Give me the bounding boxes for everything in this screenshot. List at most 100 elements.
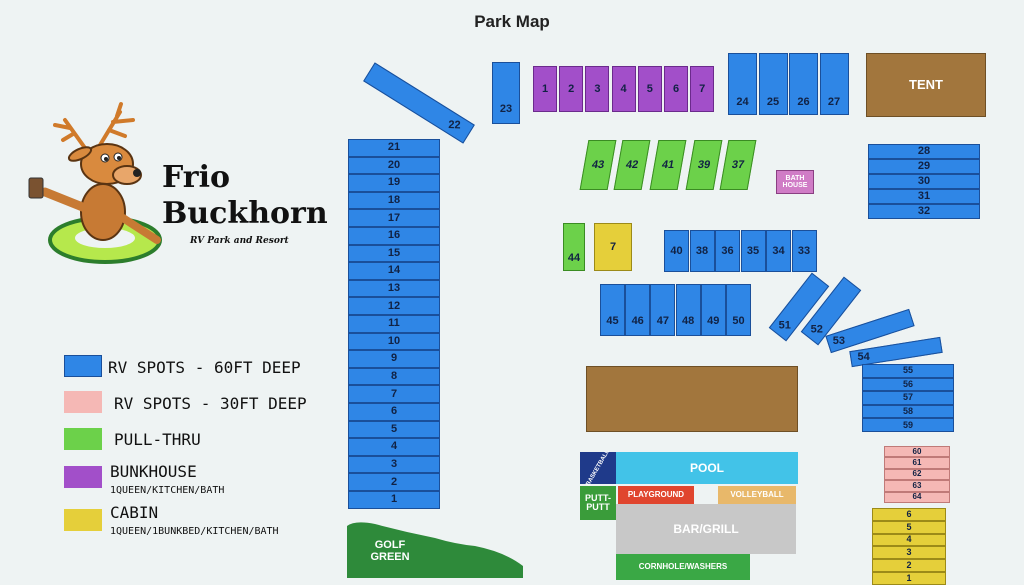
- rv-spot-63[interactable]: 63: [884, 480, 950, 492]
- rv-spot-61[interactable]: 61: [884, 457, 950, 469]
- bunkhouse-2[interactable]: 2: [559, 66, 584, 112]
- rv-spot-62[interactable]: 62: [884, 468, 950, 481]
- cabin-7[interactable]: 7: [594, 223, 632, 271]
- rv-spot-56[interactable]: 56: [862, 377, 954, 392]
- rv-spot-35[interactable]: 35: [740, 230, 766, 272]
- deer-mascot-icon: [28, 102, 162, 264]
- golf-green[interactable]: [345, 518, 525, 580]
- rv-spot-21[interactable]: 21: [348, 139, 440, 157]
- legend-label-bunkhouse: BUNKHOUSE: [110, 462, 197, 481]
- bunkhouse-3[interactable]: 3: [585, 66, 610, 112]
- legend-label-pullthru: PULL-THRU: [114, 430, 201, 449]
- cabin-3[interactable]: 3: [872, 546, 946, 560]
- rv-spot-30[interactable]: 30: [868, 174, 980, 189]
- bunkhouse-7[interactable]: 7: [690, 66, 715, 112]
- rv-spot-45[interactable]: 45: [600, 284, 625, 336]
- logo-tagline: RV Park and Resort: [190, 236, 289, 246]
- cornhole[interactable]: CORNHOLE/WASHERS: [616, 554, 750, 580]
- pool[interactable]: POOL: [616, 452, 798, 484]
- rv-spot-55[interactable]: 55: [862, 364, 954, 378]
- volleyball[interactable]: VOLLEYBALL: [718, 486, 796, 504]
- rv-spot-38[interactable]: 38: [689, 230, 715, 272]
- pull-thru-spot-39[interactable]: 39: [685, 140, 723, 190]
- rv-spot-60[interactable]: 60: [884, 446, 950, 458]
- rv-spot-50[interactable]: 50: [726, 284, 751, 336]
- rv-spot-7[interactable]: 7: [348, 385, 440, 403]
- rv-spot-47[interactable]: 47: [650, 284, 676, 336]
- rv-spot-4[interactable]: 4: [348, 438, 440, 456]
- rv-spot-27[interactable]: 27: [819, 53, 849, 115]
- rv-spot-15[interactable]: 15: [348, 244, 440, 263]
- rv-spot-26[interactable]: 26: [789, 53, 818, 115]
- rv-spot-46[interactable]: 46: [625, 284, 651, 336]
- rv-spot-22[interactable]: 22: [363, 62, 475, 144]
- bunkhouse-4[interactable]: 4: [611, 66, 636, 112]
- rv-spot-10[interactable]: 10: [348, 332, 440, 351]
- rv-spot-40[interactable]: 40: [664, 230, 689, 272]
- rv-spot-12[interactable]: 12: [348, 297, 440, 315]
- playground[interactable]: PLAYGROUND: [618, 486, 694, 504]
- page-title: Park Map: [474, 12, 550, 31]
- rv-spot-3[interactable]: 3: [348, 455, 440, 474]
- rv-spot-36[interactable]: 36: [715, 230, 740, 272]
- cabin-5[interactable]: 5: [872, 520, 946, 534]
- rv-spot-59[interactable]: 59: [862, 418, 954, 432]
- putt-putt[interactable]: PUTT-PUTT: [580, 486, 616, 520]
- legend-swatch-rv60: [64, 355, 102, 377]
- pull-thru-spot-37[interactable]: 37: [719, 140, 757, 190]
- rv-spot-48[interactable]: 48: [675, 284, 701, 336]
- rv-spot-31[interactable]: 31: [868, 189, 980, 204]
- rv-spot-16[interactable]: 16: [348, 227, 440, 245]
- rv-spot-49[interactable]: 49: [700, 284, 726, 336]
- tent-area[interactable]: TENT: [866, 53, 986, 117]
- bath-house[interactable]: BATH HOUSE: [776, 170, 814, 194]
- rv-spot-23[interactable]: 23: [492, 62, 520, 124]
- logo-line1: Frio: [162, 160, 230, 195]
- golf-green-label: GOLF GREEN: [370, 539, 410, 563]
- legend-swatch-bunkhouse: [64, 466, 102, 488]
- legend-sub-cabin: 1QUEEN/1BUNKBED/KITCHEN/BATH: [110, 526, 279, 537]
- rv-spot-20[interactable]: 20: [348, 156, 440, 175]
- rv-spot-1[interactable]: 1: [348, 491, 440, 509]
- rv-spot-57[interactable]: 57: [862, 391, 954, 405]
- pull-thru-spot-44[interactable]: 44: [563, 223, 585, 271]
- rv-spot-19[interactable]: 19: [348, 174, 440, 192]
- rv-spot-32[interactable]: 32: [868, 204, 980, 219]
- legend-label-rv30: RV SPOTS - 30FT DEEP: [114, 394, 307, 413]
- bunkhouse-1[interactable]: 1: [533, 66, 557, 112]
- legend-label-cabin: CABIN: [110, 503, 159, 522]
- cabin-6[interactable]: 6: [872, 508, 946, 521]
- rv-spot-24[interactable]: 24: [728, 53, 757, 115]
- rv-spot-18[interactable]: 18: [348, 191, 440, 210]
- bunkhouse-6[interactable]: 6: [664, 66, 688, 112]
- pull-thru-spot-42[interactable]: 42: [613, 140, 651, 190]
- rv-spot-28[interactable]: 28: [868, 144, 980, 159]
- rv-spot-64[interactable]: 64: [884, 491, 950, 503]
- cabin-4[interactable]: 4: [872, 533, 946, 547]
- rv-spot-6[interactable]: 6: [348, 403, 440, 421]
- legend-swatch-rv30: [64, 391, 102, 413]
- rv-spot-11[interactable]: 11: [348, 315, 440, 333]
- bar-grill[interactable]: BAR/GRILL: [616, 504, 796, 554]
- rv-spot-34[interactable]: 34: [766, 230, 791, 272]
- cabin-2[interactable]: 2: [872, 559, 946, 572]
- rv-spot-17[interactable]: 17: [348, 209, 440, 227]
- basketball-court[interactable]: BASKETBALL: [580, 449, 616, 487]
- rv-spot-29[interactable]: 29: [868, 159, 980, 174]
- rv-spot-14[interactable]: 14: [348, 262, 440, 280]
- rv-spot-9[interactable]: 9: [348, 350, 440, 368]
- pull-thru-spot-43[interactable]: 43: [579, 140, 617, 190]
- rv-spot-5[interactable]: 5: [348, 420, 440, 439]
- rv-spot-8[interactable]: 8: [348, 367, 440, 386]
- legend-sub-bunkhouse: 1QUEEN/KITCHEN/BATH: [110, 485, 225, 496]
- bunkhouse-5[interactable]: 5: [637, 66, 662, 112]
- rv-spot-2[interactable]: 2: [348, 473, 440, 491]
- pull-thru-spot-41[interactable]: 41: [649, 140, 687, 190]
- rv-spot-25[interactable]: 25: [758, 53, 788, 115]
- rv-spot-33[interactable]: 33: [791, 230, 817, 272]
- legend-swatch-cabin: [64, 509, 102, 531]
- rv-spot-13[interactable]: 13: [348, 279, 440, 298]
- cabin-1[interactable]: 1: [872, 572, 946, 585]
- rv-spot-58[interactable]: 58: [862, 404, 954, 419]
